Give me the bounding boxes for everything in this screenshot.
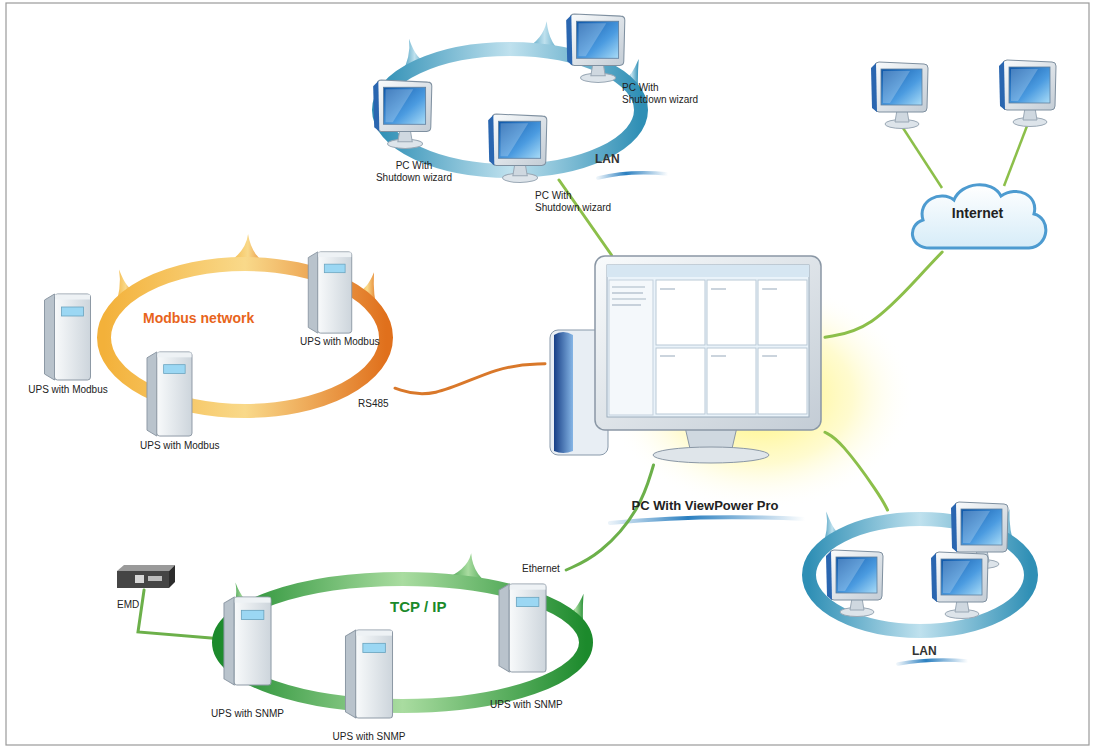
node-label: PC With Shutdown wizard	[535, 190, 615, 214]
edge-label: RS485	[358, 398, 389, 410]
node-label: LAN	[595, 152, 640, 166]
node-label: UPS with SNMP	[190, 708, 305, 720]
computer-icon	[951, 502, 1008, 569]
emd-shape	[115, 563, 177, 590]
ups-icon: UPS with Modbus	[40, 292, 95, 382]
computer-icon: PC With Shutdown wizard	[565, 12, 627, 84]
node-label: UPS with SNMP	[313, 731, 425, 743]
internet-wire	[1004, 126, 1027, 186]
node-label: TCP / IP	[390, 598, 480, 616]
node-label: EMD	[117, 599, 157, 611]
network-ring: UPS with ModbusUPS with ModbusUPS with M…	[95, 255, 395, 420]
connector	[138, 590, 220, 639]
computer-icon	[488, 114, 547, 182]
label-swoosh	[898, 660, 968, 664]
label-swoosh	[598, 173, 668, 178]
ups-icon: UPS with SNMP	[495, 582, 550, 674]
node-label: UPS with Modbus	[300, 336, 400, 348]
ups-shape	[142, 350, 197, 438]
node-label: PC With Shutdown wizard	[374, 160, 454, 184]
bigpc-shape	[545, 255, 825, 465]
pc-shape	[487, 112, 549, 184]
ups-icon	[45, 294, 91, 380]
ups-shape	[340, 628, 398, 720]
network-ring: LAN	[800, 510, 1040, 640]
ups-shape	[495, 582, 550, 674]
network-ring: PC With Shutdown wizardPC With Shutdown …	[370, 40, 650, 180]
computer-icon	[931, 552, 988, 619]
ups-icon	[308, 252, 351, 333]
computer-icon: PC With Shutdown wizard	[487, 112, 549, 184]
ups-icon	[345, 630, 392, 718]
connector	[566, 465, 653, 570]
ups-icon	[224, 597, 271, 685]
node-label: PC With ViewPower Pro	[610, 498, 800, 514]
ups-icon: UPS with Modbus	[142, 350, 197, 438]
computer-icon	[999, 60, 1056, 127]
computer-icon	[826, 550, 883, 617]
node-label: UPS with Modbus	[18, 384, 118, 396]
computer-icon	[871, 62, 928, 129]
node-label: Internet	[905, 205, 1050, 222]
computer-icon	[373, 80, 432, 148]
pc-shape	[372, 78, 434, 150]
computer-icon	[566, 14, 625, 82]
connector	[825, 252, 942, 337]
ring-shape	[800, 510, 1040, 640]
edge-label: Ethernet	[522, 563, 560, 575]
ups-icon	[499, 584, 546, 672]
ring-band	[219, 579, 586, 706]
emd-device: EMD	[115, 563, 177, 590]
ring-band	[809, 519, 1031, 631]
network-ring: UPS with SNMPUPS with SNMPUPS with SNMPT…	[210, 570, 595, 715]
connector	[825, 432, 888, 510]
server-pc: PC With ViewPower Pro	[545, 255, 825, 465]
ups-shape	[220, 595, 275, 687]
picture-frame	[6, 3, 1089, 745]
server-pc	[550, 256, 821, 463]
ups-icon	[147, 352, 192, 436]
node-label: UPS with Modbus	[140, 440, 250, 452]
computer-icon: PC With Shutdown wizard	[372, 78, 434, 150]
ups-icon: UPS with SNMP	[340, 628, 398, 720]
ups-icon: UPS with SNMP	[220, 595, 275, 687]
internet-cloud: Internet	[905, 178, 1050, 252]
node-label: LAN	[912, 644, 957, 658]
emd-device	[117, 565, 175, 588]
ups-shape	[40, 292, 95, 382]
internet-wire	[903, 128, 942, 188]
label-swoosh	[610, 517, 805, 523]
connector	[395, 364, 545, 394]
ups-icon: UPS with Modbus	[305, 250, 355, 335]
node-label: UPS with SNMP	[490, 699, 600, 711]
ups-shape	[305, 250, 355, 335]
pc-shape	[565, 12, 627, 84]
node-label: Modbus network	[143, 310, 313, 327]
node-label: PC With Shutdown wizard	[622, 82, 702, 106]
